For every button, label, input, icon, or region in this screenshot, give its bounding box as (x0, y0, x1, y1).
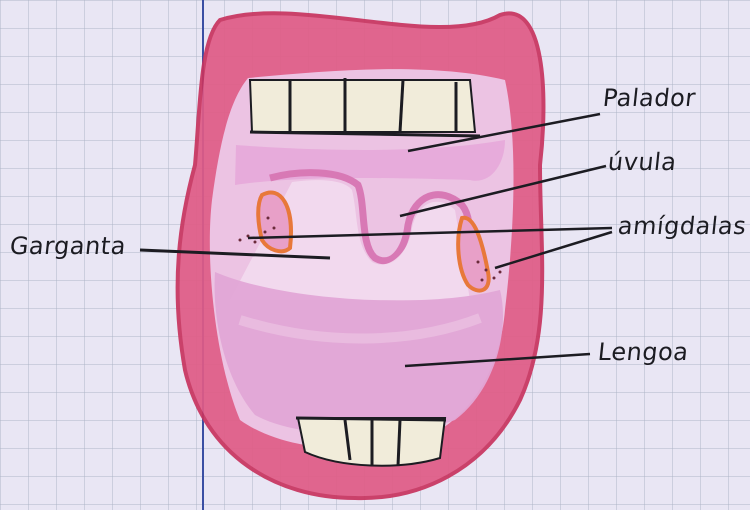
label-tongue: Lengoa (597, 338, 691, 366)
label-uvula: úvula (607, 148, 678, 176)
label-tonsils: amígdalas (617, 212, 748, 240)
upper-teeth (250, 78, 480, 136)
label-throat: Garganta (9, 232, 128, 260)
left-tonsil (258, 192, 291, 251)
label-palate: Palador (602, 84, 698, 112)
